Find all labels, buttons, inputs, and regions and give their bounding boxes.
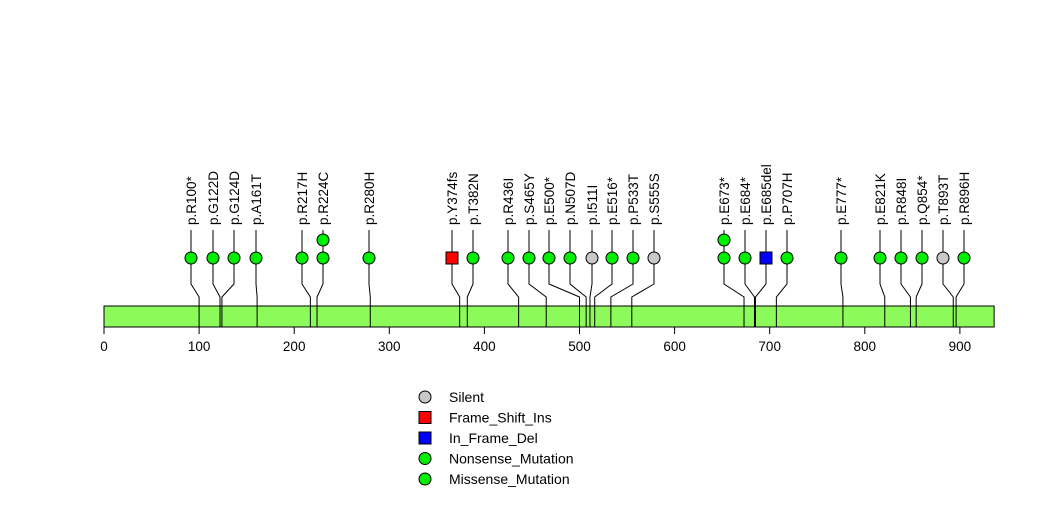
mutation-marker-circle[interactable] (466, 251, 480, 265)
mutation-marker-circle[interactable] (894, 251, 908, 265)
legend-swatch-square (418, 431, 432, 445)
mutation-marker-circle[interactable] (522, 251, 536, 265)
legend-label: Silent (449, 389, 484, 405)
mutation-marker-circle[interactable] (873, 251, 887, 265)
protein-bar (103, 305, 995, 328)
legend-label: Nonsense_Mutation (449, 451, 574, 467)
mutation-label: p.E685del (759, 164, 774, 225)
mutation-marker-circle[interactable] (249, 251, 263, 265)
mutation-label: p.E673* (717, 176, 732, 225)
mutation-marker-circle[interactable] (184, 251, 198, 265)
mutation-marker-circle[interactable] (501, 251, 515, 265)
mutation-label: p.E684* (738, 176, 753, 225)
mutation-label: p.R224C (316, 171, 331, 225)
mutation-label: p.A161T (249, 174, 264, 225)
mutation-label: p.R896H (957, 172, 972, 225)
mutation-label: p.N507D (563, 171, 578, 225)
mutation-label: p.G122D (206, 171, 221, 225)
mutation-label: p.P533T (626, 174, 641, 225)
axis-tick-label: 600 (663, 339, 686, 354)
mutation-marker-circle[interactable] (227, 251, 241, 265)
mutation-marker-circle[interactable] (717, 233, 731, 247)
mutation-label: p.E821K (873, 173, 888, 225)
axis-tick-label: 100 (188, 339, 211, 354)
legend-label: Frame_Shift_Ins (449, 410, 552, 426)
mutation-marker-square[interactable] (759, 251, 773, 265)
legend-swatch-square (418, 411, 432, 424)
mutation-label: p.Q854* (915, 175, 930, 225)
legend-label: In_Frame_Del (449, 430, 538, 446)
mutation-marker-circle[interactable] (316, 251, 330, 265)
mutation-marker-circle[interactable] (362, 251, 376, 265)
axis-tick-label: 0 (100, 339, 108, 354)
mutation-marker-circle[interactable] (738, 251, 752, 265)
mutation-label: p.R436I (501, 178, 516, 225)
mutation-label: p.P707H (780, 172, 795, 225)
mutation-label: p.R217H (295, 172, 310, 225)
mutation-marker-circle[interactable] (834, 251, 848, 265)
mutation-marker-square[interactable] (445, 251, 459, 265)
axis-tick-label: 400 (473, 339, 496, 354)
mutation-marker-circle[interactable] (626, 251, 640, 265)
axis-tick-label: 700 (758, 339, 781, 354)
axis-tick-label: 200 (283, 339, 306, 354)
mutation-label: p.E516* (605, 176, 620, 225)
legend-label: Missense_Mutation (449, 471, 570, 487)
mutation-marker-circle[interactable] (915, 251, 929, 265)
mutation-marker-circle[interactable] (316, 233, 330, 247)
mutation-label: p.R100* (184, 175, 199, 225)
mutation-label: p.E777* (834, 176, 849, 225)
axis-tick-label: 300 (378, 339, 401, 354)
mutation-marker-circle[interactable] (647, 251, 661, 265)
mutation-marker-circle[interactable] (957, 251, 971, 265)
mutation-label: p.I511I (585, 185, 600, 225)
legend-swatch-circle (418, 452, 432, 465)
mutation-marker-circle[interactable] (563, 251, 577, 265)
axis-tick-label: 900 (949, 339, 972, 354)
mutation-marker-circle[interactable] (542, 251, 556, 265)
axis-tick-label: 800 (854, 339, 877, 354)
mutation-label: p.S465Y (522, 173, 537, 225)
mutation-label: p.T893T (936, 175, 951, 225)
mutation-label: p.Y374fs (445, 171, 460, 225)
legend-swatch-circle (418, 472, 432, 486)
mutation-marker-circle[interactable] (605, 251, 619, 265)
mutation-label: p.T382N (466, 173, 481, 225)
mutation-marker-circle[interactable] (936, 251, 950, 265)
legend-swatch-circle (418, 390, 432, 404)
mutation-marker-circle[interactable] (717, 251, 731, 265)
mutation-marker-circle[interactable] (585, 251, 599, 265)
mutation-label: p.R848I (894, 178, 909, 225)
mutation-label: p.S555S (647, 173, 662, 225)
mutation-marker-circle[interactable] (206, 251, 220, 265)
mutation-label: p.R280H (362, 172, 377, 225)
mutation-marker-circle[interactable] (780, 251, 794, 265)
mutation-label: p.E500* (542, 176, 557, 225)
mutation-marker-circle[interactable] (295, 251, 309, 265)
mutation-label: p.G124D (227, 171, 242, 225)
axis-tick-label: 500 (568, 339, 591, 354)
